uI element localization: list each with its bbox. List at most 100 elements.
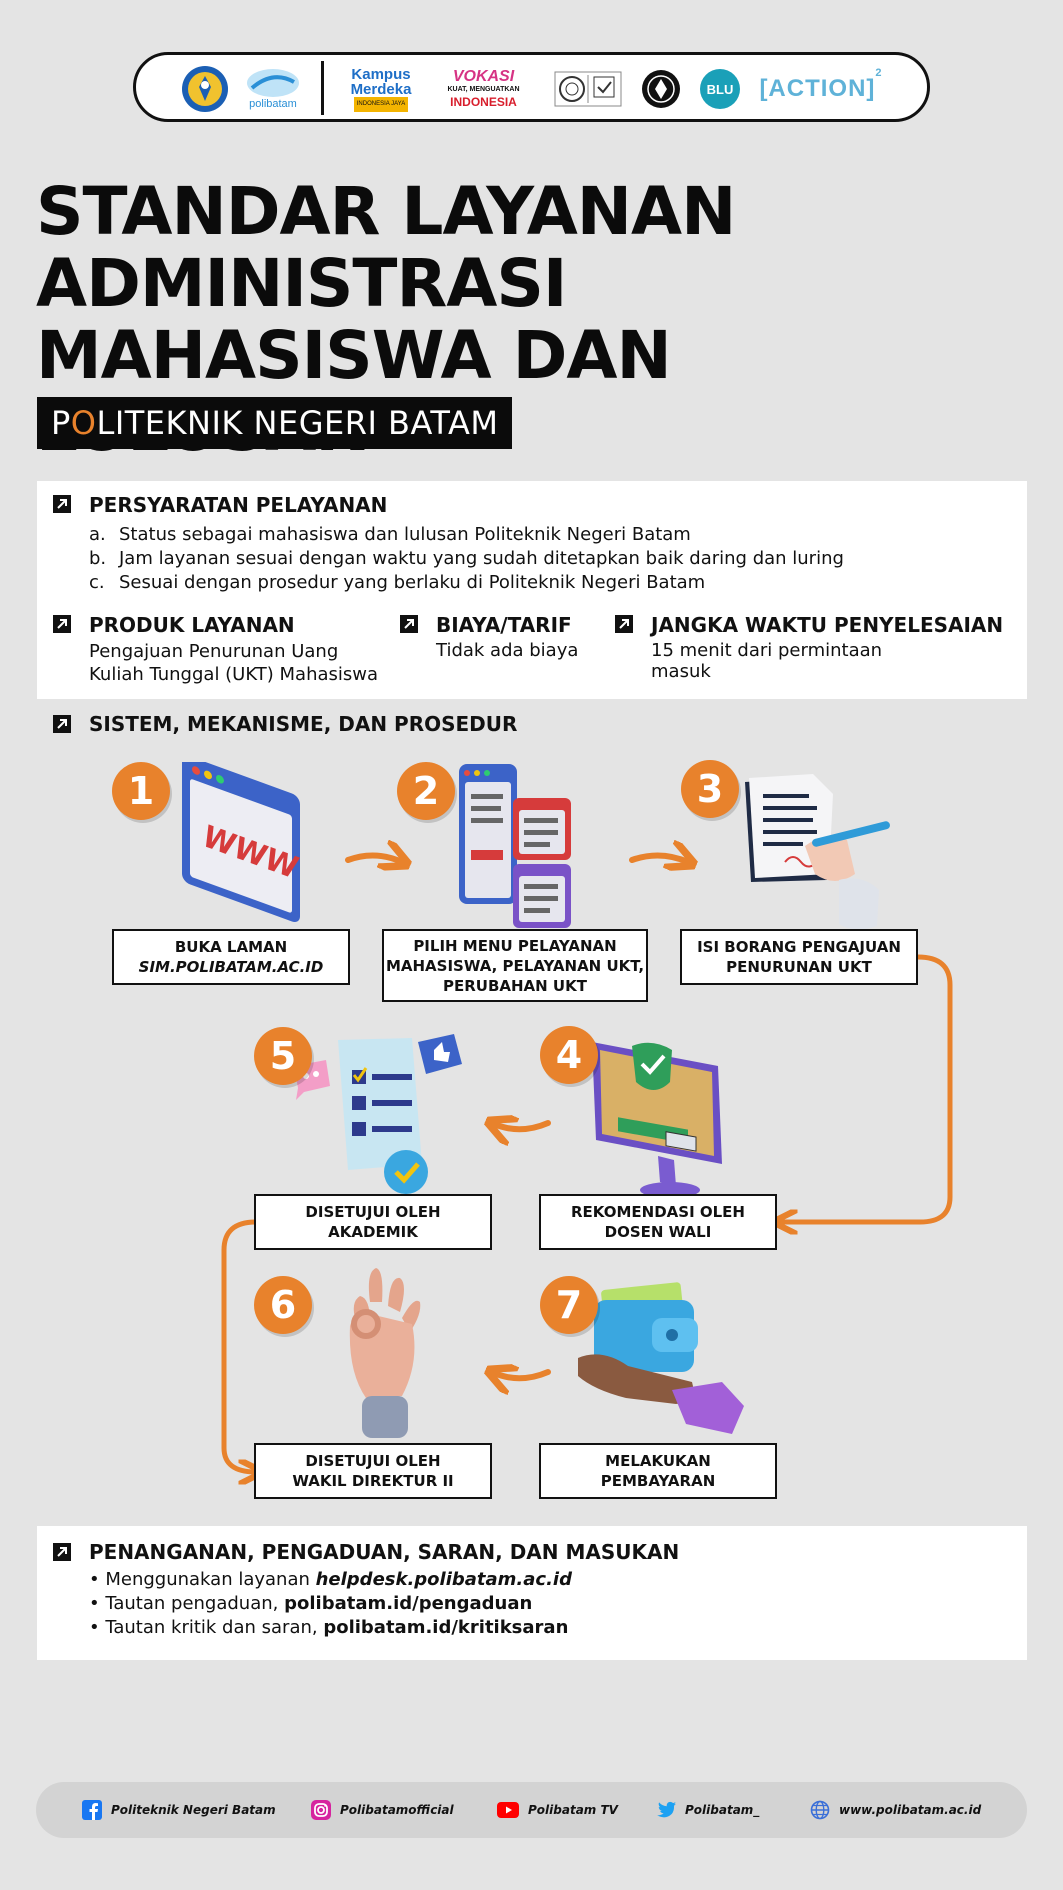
vokasi-line1: VOKASI — [452, 67, 515, 85]
kampus-merdeka-line2: Merdeka — [350, 80, 412, 98]
blu-logo: BLU — [699, 67, 741, 111]
wallet-payment-icon — [578, 1282, 744, 1434]
vokasi-logo: VOKASI KUAT, MENGUATKAN INDONESIA — [436, 67, 531, 111]
arrow-7-to-6 — [494, 1372, 551, 1378]
subtitle-rest: LITEKNIK NEGERI BATAM — [96, 404, 499, 442]
complaint-item: • Menggunakan layanan helpdesk.polibatam… — [89, 1569, 572, 1590]
footer-website[interactable]: www.polibatam.ac.id — [810, 1799, 981, 1821]
globe-icon — [810, 1800, 830, 1820]
product-heading: PRODUK LAYANAN — [89, 613, 295, 637]
step-4-number: 4 — [540, 1026, 598, 1084]
accreditation-logos — [553, 67, 623, 111]
facebook-icon — [82, 1800, 102, 1820]
step-6-illustration — [330, 1262, 430, 1456]
procedure-heading: SISTEM, MEKANISME, DAN PROSEDUR — [89, 712, 518, 736]
title-line-1: STANDAR LAYANAN — [36, 173, 736, 250]
kampus-merdeka-logo: Kampus Merdeka INDONESIA JAYA — [341, 65, 421, 112]
footer-twitter[interactable]: Polibatam_ — [656, 1799, 759, 1821]
step-7-number: 7 — [540, 1276, 598, 1334]
requirement-item: b.Jam layanan sesuai dengan waktu yang s… — [89, 548, 844, 569]
menu-panels-icon — [459, 764, 571, 928]
tutwuri-logo — [180, 66, 230, 112]
step-4-illustration — [588, 1036, 734, 1206]
complaint-item: • Tautan pengaduan, polibatam.id/pengadu… — [89, 1593, 533, 1614]
fee-text: Tidak ada biaya — [436, 640, 579, 661]
arrow-bullet-icon — [615, 615, 633, 633]
footer-youtube[interactable]: Polibatam TV — [497, 1799, 618, 1821]
arrow-1-to-2 — [345, 855, 402, 862]
step-2-number: 2 — [397, 762, 455, 820]
footer-facebook[interactable]: Politeknik Negeri Batam — [82, 1799, 276, 1821]
complaints-heading: PENANGANAN, PENGADUAN, SARAN, DAN MASUKA… — [89, 1540, 680, 1564]
step-1-number: 1 — [112, 762, 170, 820]
service-info-panel: PERSYARATAN PELAYANAN a.Status sebagai m… — [37, 481, 1027, 699]
pengaduan-link[interactable]: polibatam.id/pengaduan — [284, 1593, 533, 1614]
footer-instagram[interactable]: Polibatamofficial — [311, 1799, 454, 1821]
step-7-illustration — [572, 1278, 752, 1452]
complaints-panel: PENANGANAN, PENGADUAN, SARAN, DAN MASUKA… — [37, 1526, 1027, 1660]
arrow-bullet-icon — [400, 615, 418, 633]
vokasi-line2: KUAT, MENGUATKAN — [447, 85, 520, 93]
logo-divider — [321, 61, 324, 115]
polibatam-logo: polibatam — [240, 67, 306, 111]
vokasi-line3: INDONESIA — [450, 94, 517, 109]
institution-banner: POLITEKNIK NEGERI BATAM — [37, 397, 513, 449]
partner-logo-bar: polibatam Kampus Merdeka INDONESIA JAYA … — [133, 52, 930, 122]
certification-badges-icon — [554, 71, 622, 107]
kampus-merdeka-tagline: INDONESIA JAYA — [353, 96, 409, 112]
social-footer: Politeknik Negeri Batam Polibatamofficia… — [36, 1782, 1027, 1838]
arrow-4-to-5 — [494, 1123, 551, 1129]
arrow-5-to-6 — [221, 1219, 256, 1472]
product-text: Pengajuan Penurunan Uang Kuliah Tunggal … — [89, 641, 379, 685]
approved-checklist-icon — [294, 1034, 462, 1194]
arrow-2-to-3 — [629, 855, 688, 862]
tutwuri-emblem-icon — [182, 66, 228, 112]
kritiksaran-link[interactable]: polibatam.id/kritiksaran — [323, 1617, 569, 1638]
complaint-item: • Tautan kritik dan saran, polibatam.id/… — [89, 1617, 569, 1638]
browser-window-icon: WWW — [182, 755, 303, 923]
document-signing-icon — [745, 774, 890, 930]
duration-text: 15 menit dari permintaan masuk — [651, 640, 883, 682]
helpdesk-link[interactable]: helpdesk.polibatam.ac.id — [315, 1569, 572, 1590]
requirement-item: c.Sesuai dengan prosedur yang berlaku di… — [89, 572, 706, 593]
step-1-illustration: WWW — [178, 755, 308, 938]
instagram-icon — [311, 1800, 331, 1820]
arrow-bullet-icon — [53, 1543, 71, 1561]
action-logo: [ACTION] 2 — [758, 67, 883, 111]
step-6-number: 6 — [254, 1276, 312, 1334]
step-3-number: 3 — [681, 760, 739, 818]
kampus-merdeka-line1: Kampus — [351, 65, 411, 83]
step-2-illustration — [455, 760, 575, 936]
subtitle-letter-p: P — [51, 404, 71, 442]
requirement-item: a.Status sebagai mahasiswa dan lulusan P… — [89, 524, 691, 545]
security-monitor-icon — [592, 1042, 722, 1198]
arrow-bullet-icon — [53, 615, 71, 633]
fee-heading: BIAYA/TARIF — [436, 613, 572, 637]
youtube-icon — [497, 1802, 519, 1818]
action-wordmark: [ACTION] — [759, 75, 876, 102]
blu-badge: BLU — [700, 69, 740, 109]
arrow-bullet-icon — [53, 715, 71, 733]
arrow-3-to-4 — [780, 954, 953, 1222]
subtitle-letter-o: O — [70, 404, 97, 442]
step-3-illustration — [735, 770, 895, 940]
polibatam-wordmark: polibatam — [249, 98, 297, 110]
seal-icon — [642, 70, 680, 108]
polibatam-wave-icon — [247, 69, 299, 97]
requirements-heading: PERSYARATAN PELAYANAN — [89, 493, 388, 517]
ok-hand-gesture-icon — [349, 1268, 421, 1438]
title-line-2: ADMINISTRASI — [36, 245, 567, 322]
arrow-bullet-icon — [53, 495, 71, 513]
step-5-number: 5 — [254, 1027, 312, 1085]
twitter-icon — [657, 1801, 676, 1818]
action-superscript: 2 — [875, 67, 882, 79]
complaints-list: • Menggunakan layanan helpdesk.polibatam… — [89, 1568, 572, 1640]
